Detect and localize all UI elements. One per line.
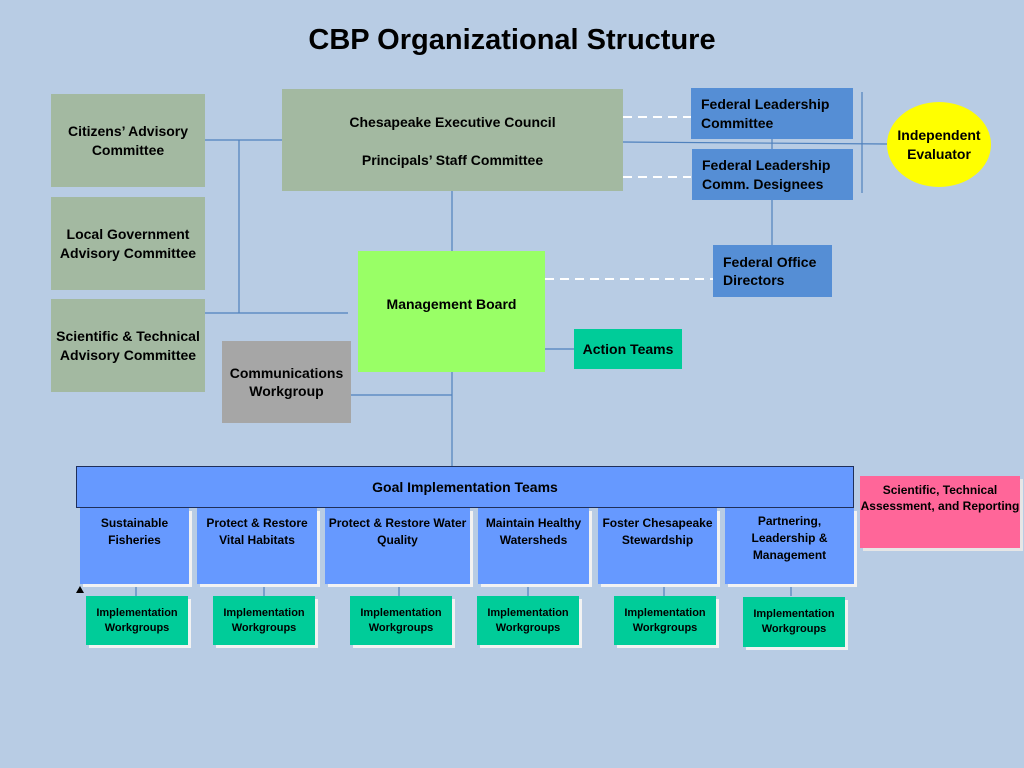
implementation-workgroups: Implementation Workgroups [477,596,579,645]
team-stewardship: Foster Chesapeake Stewardship [598,508,717,584]
council-block: Chesapeake Executive Council Principals’… [282,89,623,191]
local-government-advisory-committee: Local Government Advisory Committee [51,197,205,290]
implementation-workgroups: Implementation Workgroups [86,596,188,645]
communications-workgroup: Communications Workgroup [222,341,351,423]
team-sustainable-fisheries: Sustainable Fisheries [80,508,189,584]
action-teams: Action Teams [574,329,682,369]
scientific-technical-advisory-committee: Scientific & Technical Advisory Committe… [51,299,205,392]
independent-evaluator: Independent Evaluator [887,102,991,187]
implementation-workgroups: Implementation Workgroups [350,596,452,645]
implementation-workgroups: Implementation Workgroups [614,596,716,645]
team-partnering: Partnering, Leadership & Management [725,508,854,584]
scientific-assessment-reporting: Scientific, Technical Assessment, and Re… [860,476,1020,548]
goal-implementation-teams-bar: Goal Implementation Teams [76,466,854,508]
team-healthy-watersheds: Maintain Healthy Watersheds [478,508,589,584]
management-board: Management Board [358,251,545,372]
federal-leadership-designees: Federal Leadership Comm. Designees [692,149,853,200]
team-vital-habitats: Protect & Restore Vital Habitats [197,508,317,584]
principals-staff-committee: Principals’ Staff Committee [361,151,544,168]
team-water-quality: Protect & Restore Water Quality [325,508,470,584]
executive-council: Chesapeake Executive Council [349,113,556,130]
federal-leadership-committee: Federal Leadership Committee [691,88,853,139]
page-title: CBP Organizational Structure [308,24,716,56]
federal-office-directors: Federal Office Directors [713,245,832,297]
implementation-workgroups: Implementation Workgroups [213,596,315,645]
implementation-workgroups: Implementation Workgroups [743,597,845,647]
citizens-advisory-committee: Citizens’ Advisory Committee [51,94,205,187]
